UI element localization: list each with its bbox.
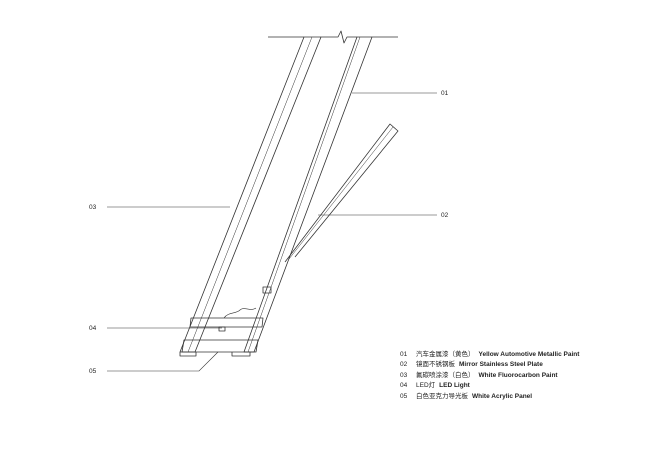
callout-04: 04 [89,325,97,332]
material-legend: 01 汽车金属漆（黄色）Yellow Automotive Metallic Pa… [400,350,579,402]
legend-item: 05 白色亚克力导光板 White Acrylic Panel [400,392,579,402]
legend-english: White Acrylic Panel [472,392,533,400]
callout-01: 01 [441,90,449,97]
led-wire [223,307,257,319]
legend-english: Mirror Stainless Steel Plate [459,361,543,369]
legend-number: 05 [400,392,408,400]
stainless-strip [243,36,373,353]
angled-blade [284,123,399,263]
legend-english: LED Light [439,382,470,390]
legend-chinese: 汽车金属漆（黄色） [416,351,475,358]
callout-02: 02 [441,212,449,219]
led-channel [189,317,264,328]
legend-chinese: LED灯 [416,382,436,390]
legend-english: White Fluorocarbon Paint [478,371,558,379]
outer-profile [179,36,322,353]
legend-english: Yellow Automotive Metallic Paint [478,351,580,358]
clip [262,286,272,294]
legend-chinese: 氟碳喷涂漆（白色） [416,371,475,379]
leader-05 [107,351,219,372]
legend-item: 01 汽车金属漆（黄色）Yellow Automotive Metallic Pa… [400,350,579,360]
legend-number: 03 [400,371,408,379]
acrylic-base [181,339,259,353]
base-foot-left [179,352,197,357]
inner-face-line [187,36,313,353]
base-foot-right [231,352,251,357]
legend-number: 04 [400,382,408,390]
legend-item: 02 镜面不锈钢板 Mirror Stainless Steel Plate [400,360,579,370]
legend-number: 01 [400,351,408,358]
yellow-paint-band [247,36,361,353]
legend-chinese: 白色亚克力导光板 [416,392,468,400]
legend-chinese: 镜面不锈钢板 [416,361,455,369]
break-line [268,30,398,44]
callout-03: 03 [89,204,97,211]
callout-05: 05 [89,368,97,375]
legend-number: 02 [400,361,408,369]
legend-item: 03 氟碳喷涂漆（白色）White Fluorocarbon Paint [400,371,579,381]
led-chip [218,326,226,332]
blade-inner-line [288,126,394,260]
